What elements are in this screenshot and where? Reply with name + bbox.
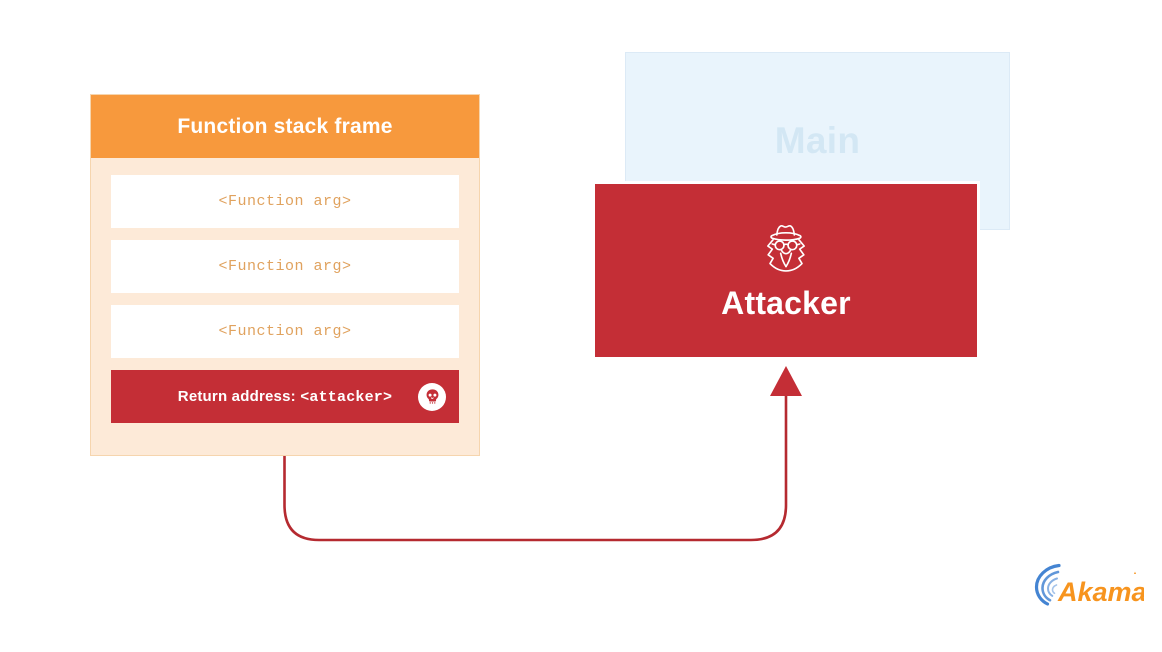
stack-row-return-address: Return address: <attacker> — [111, 370, 459, 423]
stack-row-arg-1: <Function arg> — [111, 175, 459, 228]
spy-detective-icon — [767, 224, 805, 272]
main-box-label: Main — [774, 120, 861, 161]
stack-frame-header: Function stack frame — [91, 95, 479, 158]
attacker-box-label: Attacker — [721, 285, 851, 321]
return-address-text: Return address: <attacker> — [178, 388, 392, 406]
akamai-wordmark: Akamai — [1057, 577, 1144, 607]
function-stack-frame: Function stack frame <Function arg> <Fun… — [90, 94, 480, 456]
return-address-value: <attacker> — [300, 388, 393, 406]
skull-icon — [418, 382, 446, 411]
stack-row-arg-2: <Function arg> — [111, 240, 459, 293]
attacker-box: Attacker — [595, 184, 977, 357]
akamai-logo: Akamai — [1034, 563, 1144, 607]
stack-frame-body: <Function arg> <Function arg> <Function … — [91, 158, 479, 441]
return-address-prefix: Return address: — [177, 387, 301, 405]
stack-row-arg-3: <Function arg> — [111, 305, 459, 358]
